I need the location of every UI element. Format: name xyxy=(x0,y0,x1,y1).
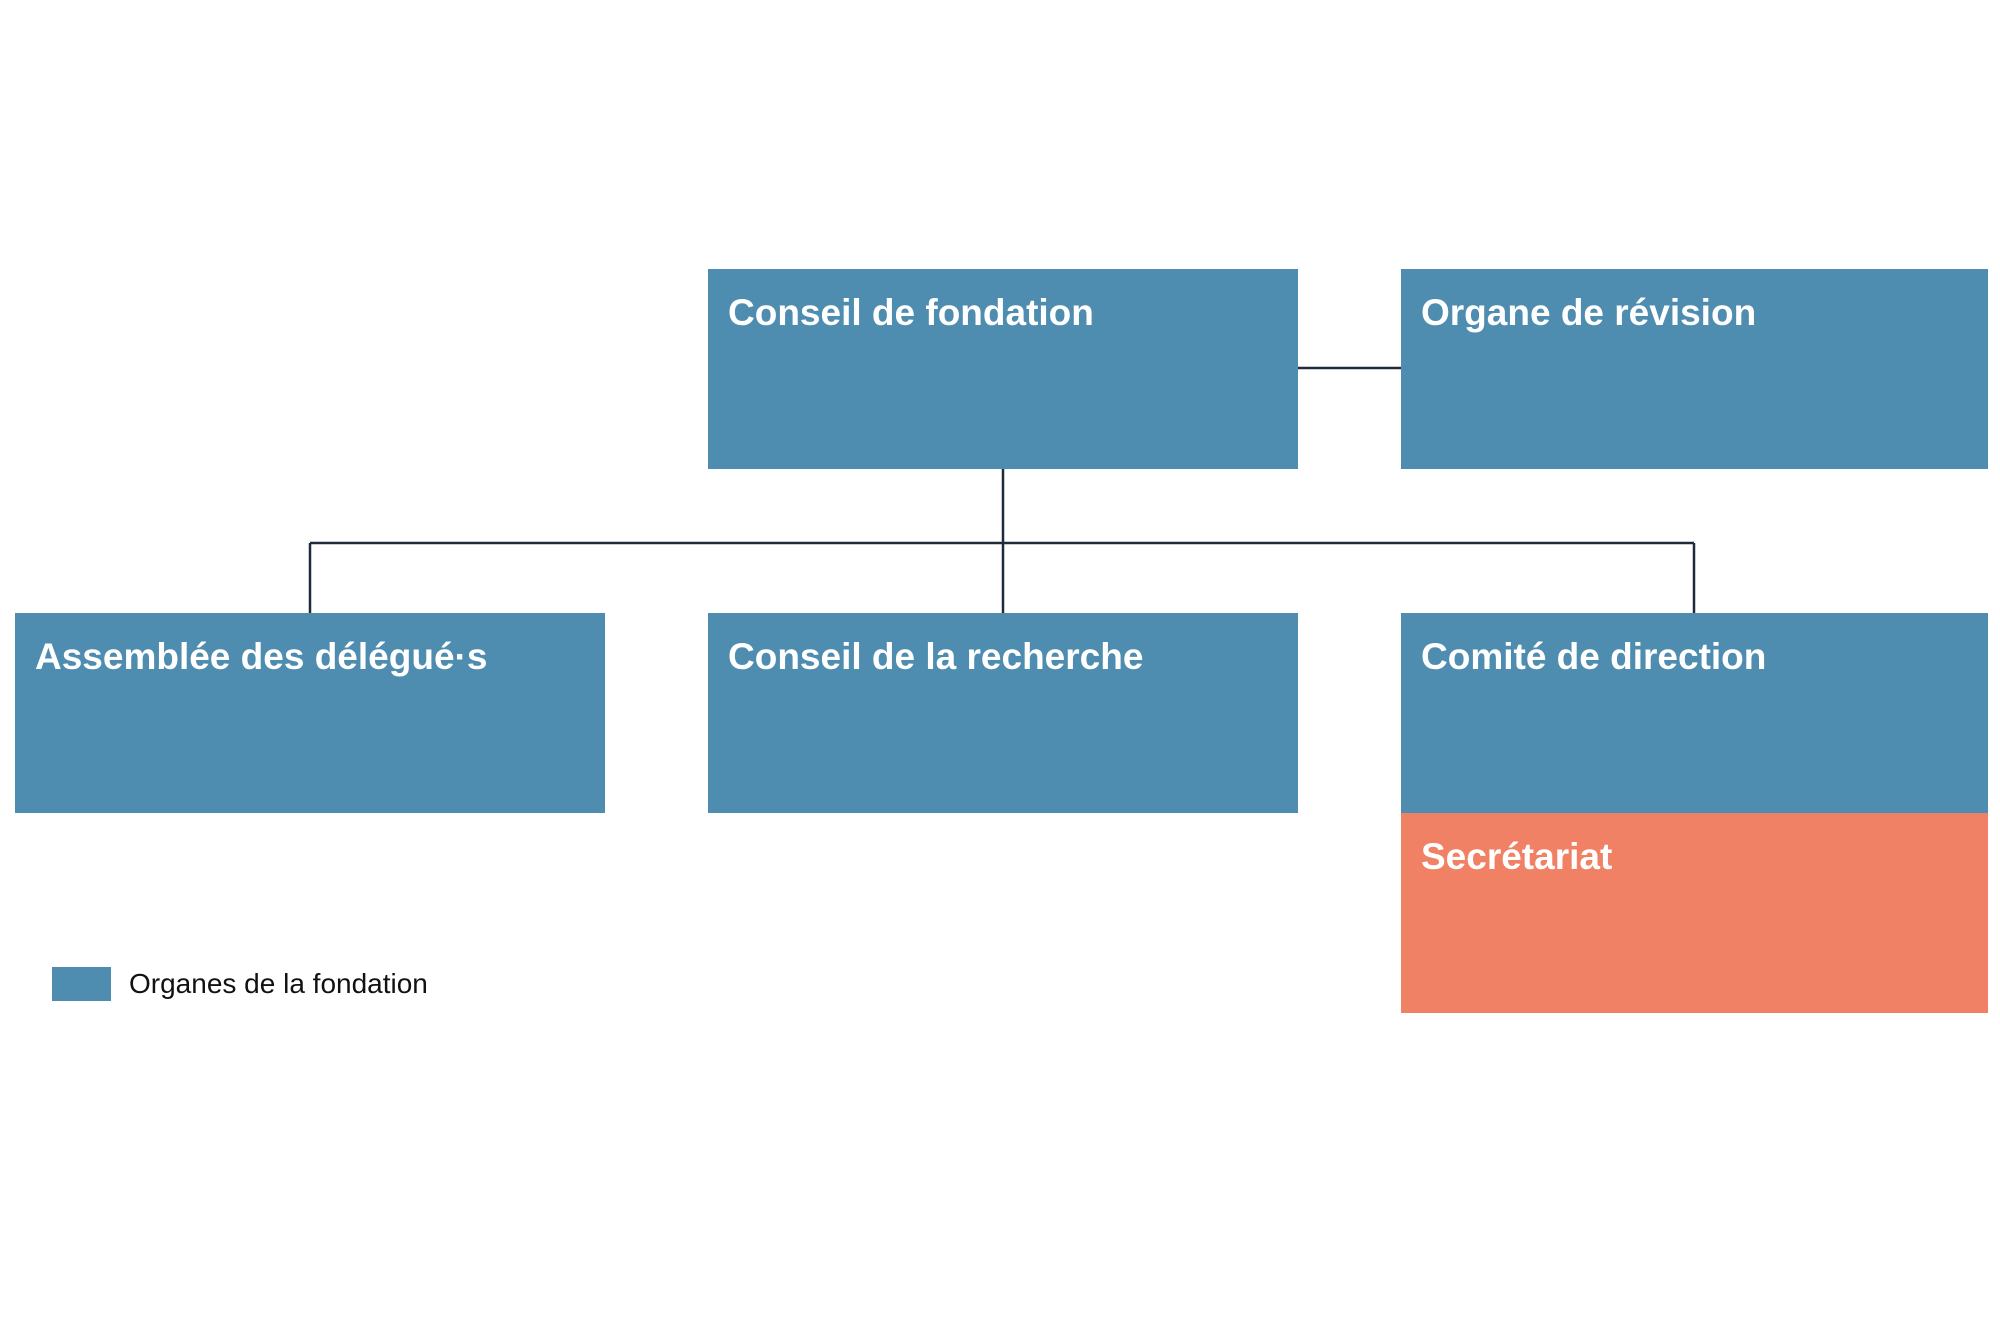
box-conseil-de-la-recherche: Conseil de la recherche xyxy=(708,613,1298,813)
legend: Organes de la fondation xyxy=(52,967,428,1001)
box-comite-de-direction: Comité de direction xyxy=(1401,613,1988,813)
box-secretariat: Secrétariat xyxy=(1401,813,1988,1013)
legend-swatch-organes xyxy=(52,967,111,1001)
legend-label-organes: Organes de la fondation xyxy=(129,968,428,999)
box-label-comite-de-direction: Comité de direction xyxy=(1421,636,1767,677)
box-conseil-de-fondation: Conseil de fondation xyxy=(708,269,1298,469)
box-label-conseil-de-fondation: Conseil de fondation xyxy=(728,292,1094,333)
box-label-secretariat: Secrétariat xyxy=(1421,836,1613,877)
box-label-organe-de-revision: Organe de révision xyxy=(1421,292,1757,333)
box-label-assemblee-des-delegues: Assemblée des délégué·s xyxy=(35,636,488,677)
box-organe-de-revision: Organe de révision xyxy=(1401,269,1988,469)
box-label-conseil-de-la-recherche: Conseil de la recherche xyxy=(728,636,1144,677)
box-assemblee-des-delegues: Assemblée des délégué·s xyxy=(15,613,605,813)
